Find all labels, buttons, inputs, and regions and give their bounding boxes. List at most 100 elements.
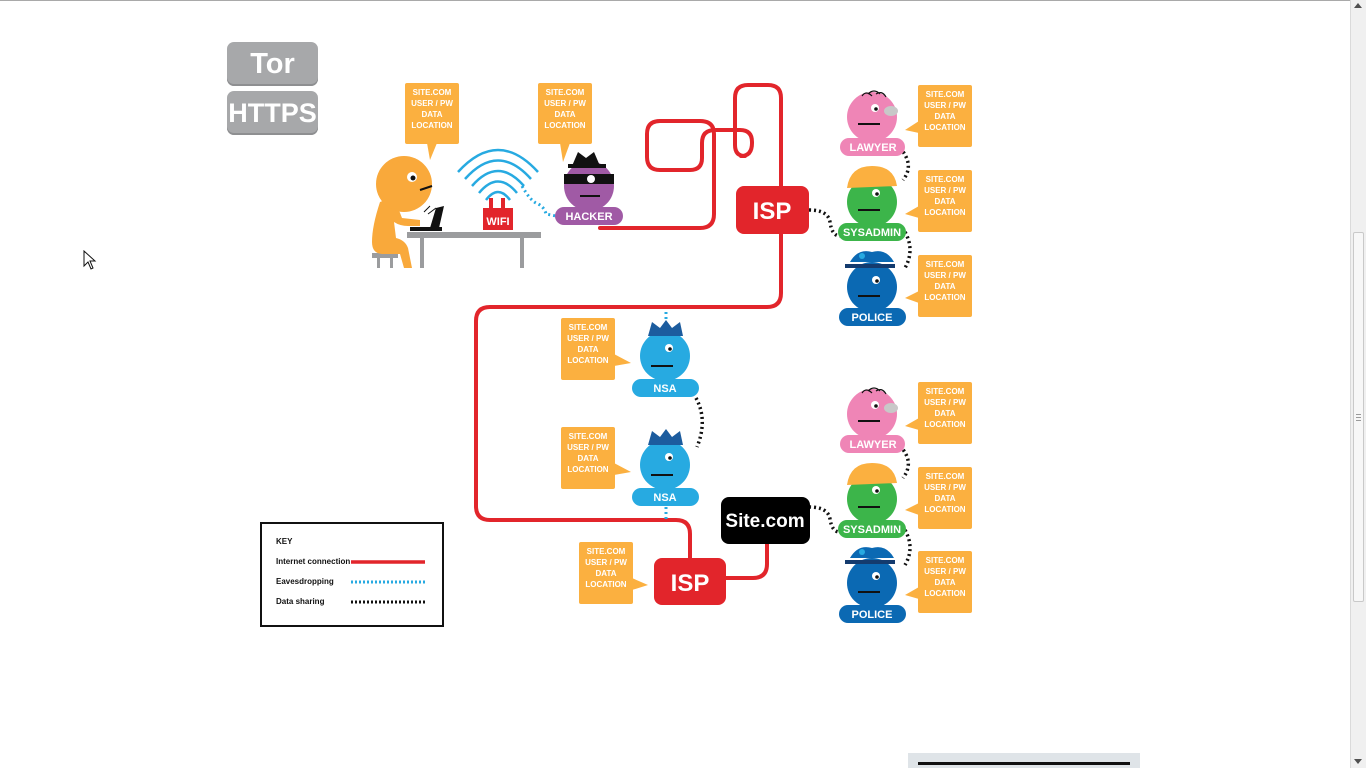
nsa-top-label: NSA bbox=[653, 383, 676, 395]
mouse-pointer-icon bbox=[83, 250, 97, 270]
bubble-line: LOCATION bbox=[567, 465, 608, 474]
bubble-line: DATA bbox=[934, 494, 955, 503]
bubble-line: USER / PW bbox=[924, 398, 966, 407]
bubble-line: SITE.COM bbox=[926, 472, 965, 481]
bubble-line: USER / PW bbox=[567, 334, 609, 343]
bubble-line: USER / PW bbox=[924, 101, 966, 110]
bubble-line: USER / PW bbox=[924, 567, 966, 576]
grip-line bbox=[1356, 420, 1361, 421]
bubble-line: LOCATION bbox=[924, 293, 965, 302]
bottom-panel bbox=[908, 753, 1140, 768]
police-figure-bottom: POLICE bbox=[839, 547, 906, 623]
isp-bottom-label: ISP bbox=[671, 570, 710, 597]
bubble-line: USER / PW bbox=[567, 443, 609, 452]
isp-node-bottom: ISP bbox=[654, 558, 726, 605]
desk bbox=[372, 232, 541, 268]
lawyer-top-label: LAWYER bbox=[849, 142, 896, 154]
wifi-label: WIFI bbox=[486, 216, 509, 228]
scrollbar-thumb[interactable] bbox=[1353, 232, 1364, 602]
bottom-panel-divider bbox=[918, 762, 1130, 765]
bubble-police-bottom: SITE.COM USER / PW DATA LOCATION bbox=[905, 551, 972, 613]
bubble-lawyer-bottom: SITE.COM USER / PW DATA LOCATION bbox=[905, 382, 972, 444]
bubble-line: LOCATION bbox=[924, 505, 965, 514]
user-figure bbox=[372, 156, 433, 268]
bubble-line: SITE.COM bbox=[926, 556, 965, 565]
bubble-line: LOCATION bbox=[924, 123, 965, 132]
bubble-line: LOCATION bbox=[924, 589, 965, 598]
vertical-scrollbar[interactable] bbox=[1350, 0, 1366, 768]
tor-toggle-button[interactable]: Tor bbox=[227, 42, 318, 86]
bubble-line: SITE.COM bbox=[926, 90, 965, 99]
https-toggle-button[interactable]: HTTPS bbox=[227, 91, 318, 135]
bubble-line: LOCATION bbox=[544, 121, 585, 130]
police-top-label: POLICE bbox=[852, 312, 893, 324]
lawyer-bottom-label: LAWYER bbox=[849, 439, 896, 451]
bubble-line: DATA bbox=[934, 578, 955, 587]
internet-connection-lines bbox=[474, 83, 783, 580]
bubble-nsa-top: SITE.COM USER / PW DATA LOCATION bbox=[561, 318, 631, 380]
bubble-line: LOCATION bbox=[924, 208, 965, 217]
wifi-router: WIFI bbox=[483, 198, 513, 230]
bubble-line: DATA bbox=[554, 110, 575, 119]
bubble-line: SITE.COM bbox=[569, 432, 608, 441]
grip-line bbox=[1356, 417, 1361, 418]
data-bubbles: SITE.COM USER / PW DATA LOCATION SITE.COM USE… bbox=[405, 83, 972, 613]
lawyer-figure-top: LAWYER bbox=[840, 90, 905, 156]
bubble-line: USER / PW bbox=[924, 186, 966, 195]
isp-top-label: ISP bbox=[753, 198, 792, 225]
bubble-line: SITE.COM bbox=[413, 88, 452, 97]
wifi-signal-icon bbox=[457, 148, 539, 201]
nsa-figure-top: NSA bbox=[632, 320, 699, 397]
bubble-line: LOCATION bbox=[924, 420, 965, 429]
grip-line bbox=[1356, 414, 1361, 415]
police-bottom-label: POLICE bbox=[852, 609, 893, 621]
lawyer-figure-bottom: LAWYER bbox=[840, 387, 905, 453]
sysadmin-top-label: SYSADMIN bbox=[843, 227, 901, 239]
hacker-label: HACKER bbox=[565, 211, 612, 223]
laptop-icon bbox=[410, 205, 444, 231]
bubble-line: DATA bbox=[577, 454, 598, 463]
bubble-line: SITE.COM bbox=[926, 175, 965, 184]
bubble-line: SITE.COM bbox=[569, 323, 608, 332]
isp-node-top: ISP bbox=[736, 186, 809, 234]
bubble-line: LOCATION bbox=[585, 580, 626, 589]
bubble-line: DATA bbox=[934, 112, 955, 121]
sysadmin-figure-bottom: SYSADMIN bbox=[838, 463, 906, 538]
bubble-line: USER / PW bbox=[411, 99, 453, 108]
sysadmin-bottom-label: SYSADMIN bbox=[843, 524, 901, 536]
scroll-down-arrow-icon[interactable] bbox=[1354, 759, 1362, 764]
top-border bbox=[0, 0, 1350, 1]
bubble-lawyer-top: SITE.COM USER / PW DATA LOCATION bbox=[905, 85, 972, 147]
data-sharing-lines bbox=[694, 146, 912, 566]
bubble-line: LOCATION bbox=[411, 121, 452, 130]
nsa-bottom-label: NSA bbox=[653, 492, 676, 504]
legend-key: KEY Internet connection Eavesdropping Da… bbox=[260, 522, 444, 627]
site-node: Site.com bbox=[721, 497, 810, 544]
bubble-line: DATA bbox=[595, 569, 616, 578]
bubble-line: DATA bbox=[577, 345, 598, 354]
scroll-up-arrow-icon[interactable] bbox=[1354, 3, 1362, 8]
sysadmin-figure-top: SYSADMIN bbox=[838, 166, 906, 241]
hacker-figure: HACKER bbox=[555, 152, 623, 225]
bubble-line: SITE.COM bbox=[926, 260, 965, 269]
bubble-line: SITE.COM bbox=[587, 547, 626, 556]
key-internet-connection-label: Internet connection bbox=[276, 557, 350, 566]
bubble-line: DATA bbox=[421, 110, 442, 119]
bubble-line: USER / PW bbox=[544, 99, 586, 108]
key-eavesdropping-label: Eavesdropping bbox=[276, 577, 334, 586]
bubble-line: DATA bbox=[934, 409, 955, 418]
bubble-line: SITE.COM bbox=[926, 387, 965, 396]
key-data-sharing-label: Data sharing bbox=[276, 597, 325, 606]
bubble-nsa-bottom: SITE.COM USER / PW DATA LOCATION bbox=[561, 427, 631, 489]
bubble-line: USER / PW bbox=[924, 271, 966, 280]
police-figure-top: POLICE bbox=[839, 251, 906, 326]
bubble-line: LOCATION bbox=[567, 356, 608, 365]
key-title: KEY bbox=[276, 537, 293, 546]
site-label: Site.com bbox=[725, 511, 804, 532]
